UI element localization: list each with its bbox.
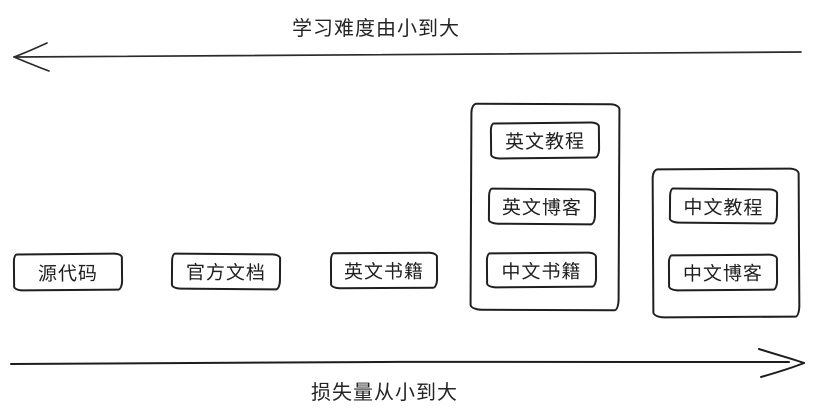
box-chinese-blogs: 中文博客 <box>667 253 779 292</box>
box-chinese-books: 中文书籍 <box>485 251 598 289</box>
box-chinese-tutorials: 中文教程 <box>668 187 779 225</box>
box-english-tutorials: 英文教程 <box>489 121 601 160</box>
box-english-blogs: 英文博客 <box>487 187 597 226</box>
loss-axis-label: 损失量从小到大 <box>311 382 458 404</box>
box-english-books: 英文书籍 <box>329 251 439 290</box>
left-arrow-icon <box>13 42 802 72</box>
right-arrow-icon <box>10 348 805 378</box>
box-official-docs: 官方文档 <box>170 252 282 291</box>
box-source-code: 源代码 <box>12 252 124 292</box>
difficulty-axis-label: 学习难度由小到大 <box>292 18 460 40</box>
